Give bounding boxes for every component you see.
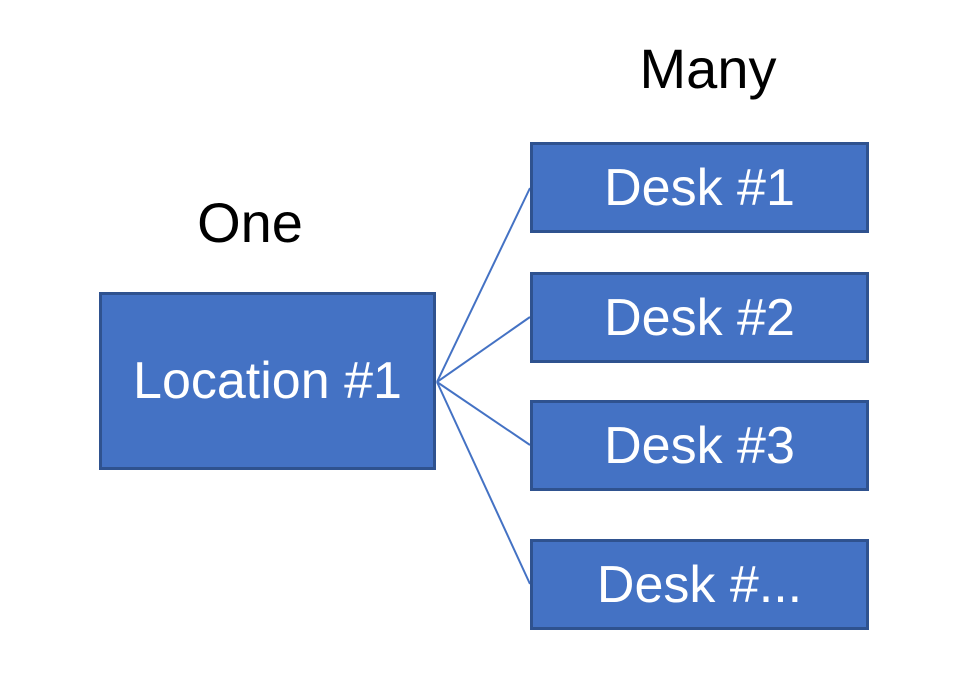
desk-box-4-label: Desk #...: [596, 555, 803, 614]
location-box: Location #1: [99, 292, 436, 470]
one-heading: One: [197, 191, 303, 254]
connector-line-desk-4: [436, 381, 531, 585]
desk-box-1: Desk #1: [530, 142, 869, 233]
desk-box-4: Desk #...: [530, 539, 869, 630]
connector-line-desk-3: [436, 381, 531, 446]
desk-box-1-label: Desk #1: [604, 158, 795, 217]
desk-box-2-label: Desk #2: [604, 288, 795, 347]
location-box-label: Location #1: [133, 352, 402, 410]
desk-box-3-label: Desk #3: [604, 416, 795, 475]
connector-line-desk-2: [436, 316, 531, 383]
many-heading: Many: [639, 37, 777, 100]
desk-box-3: Desk #3: [530, 400, 869, 491]
connector-line-desk-1: [436, 187, 531, 383]
desk-box-2: Desk #2: [530, 272, 869, 363]
